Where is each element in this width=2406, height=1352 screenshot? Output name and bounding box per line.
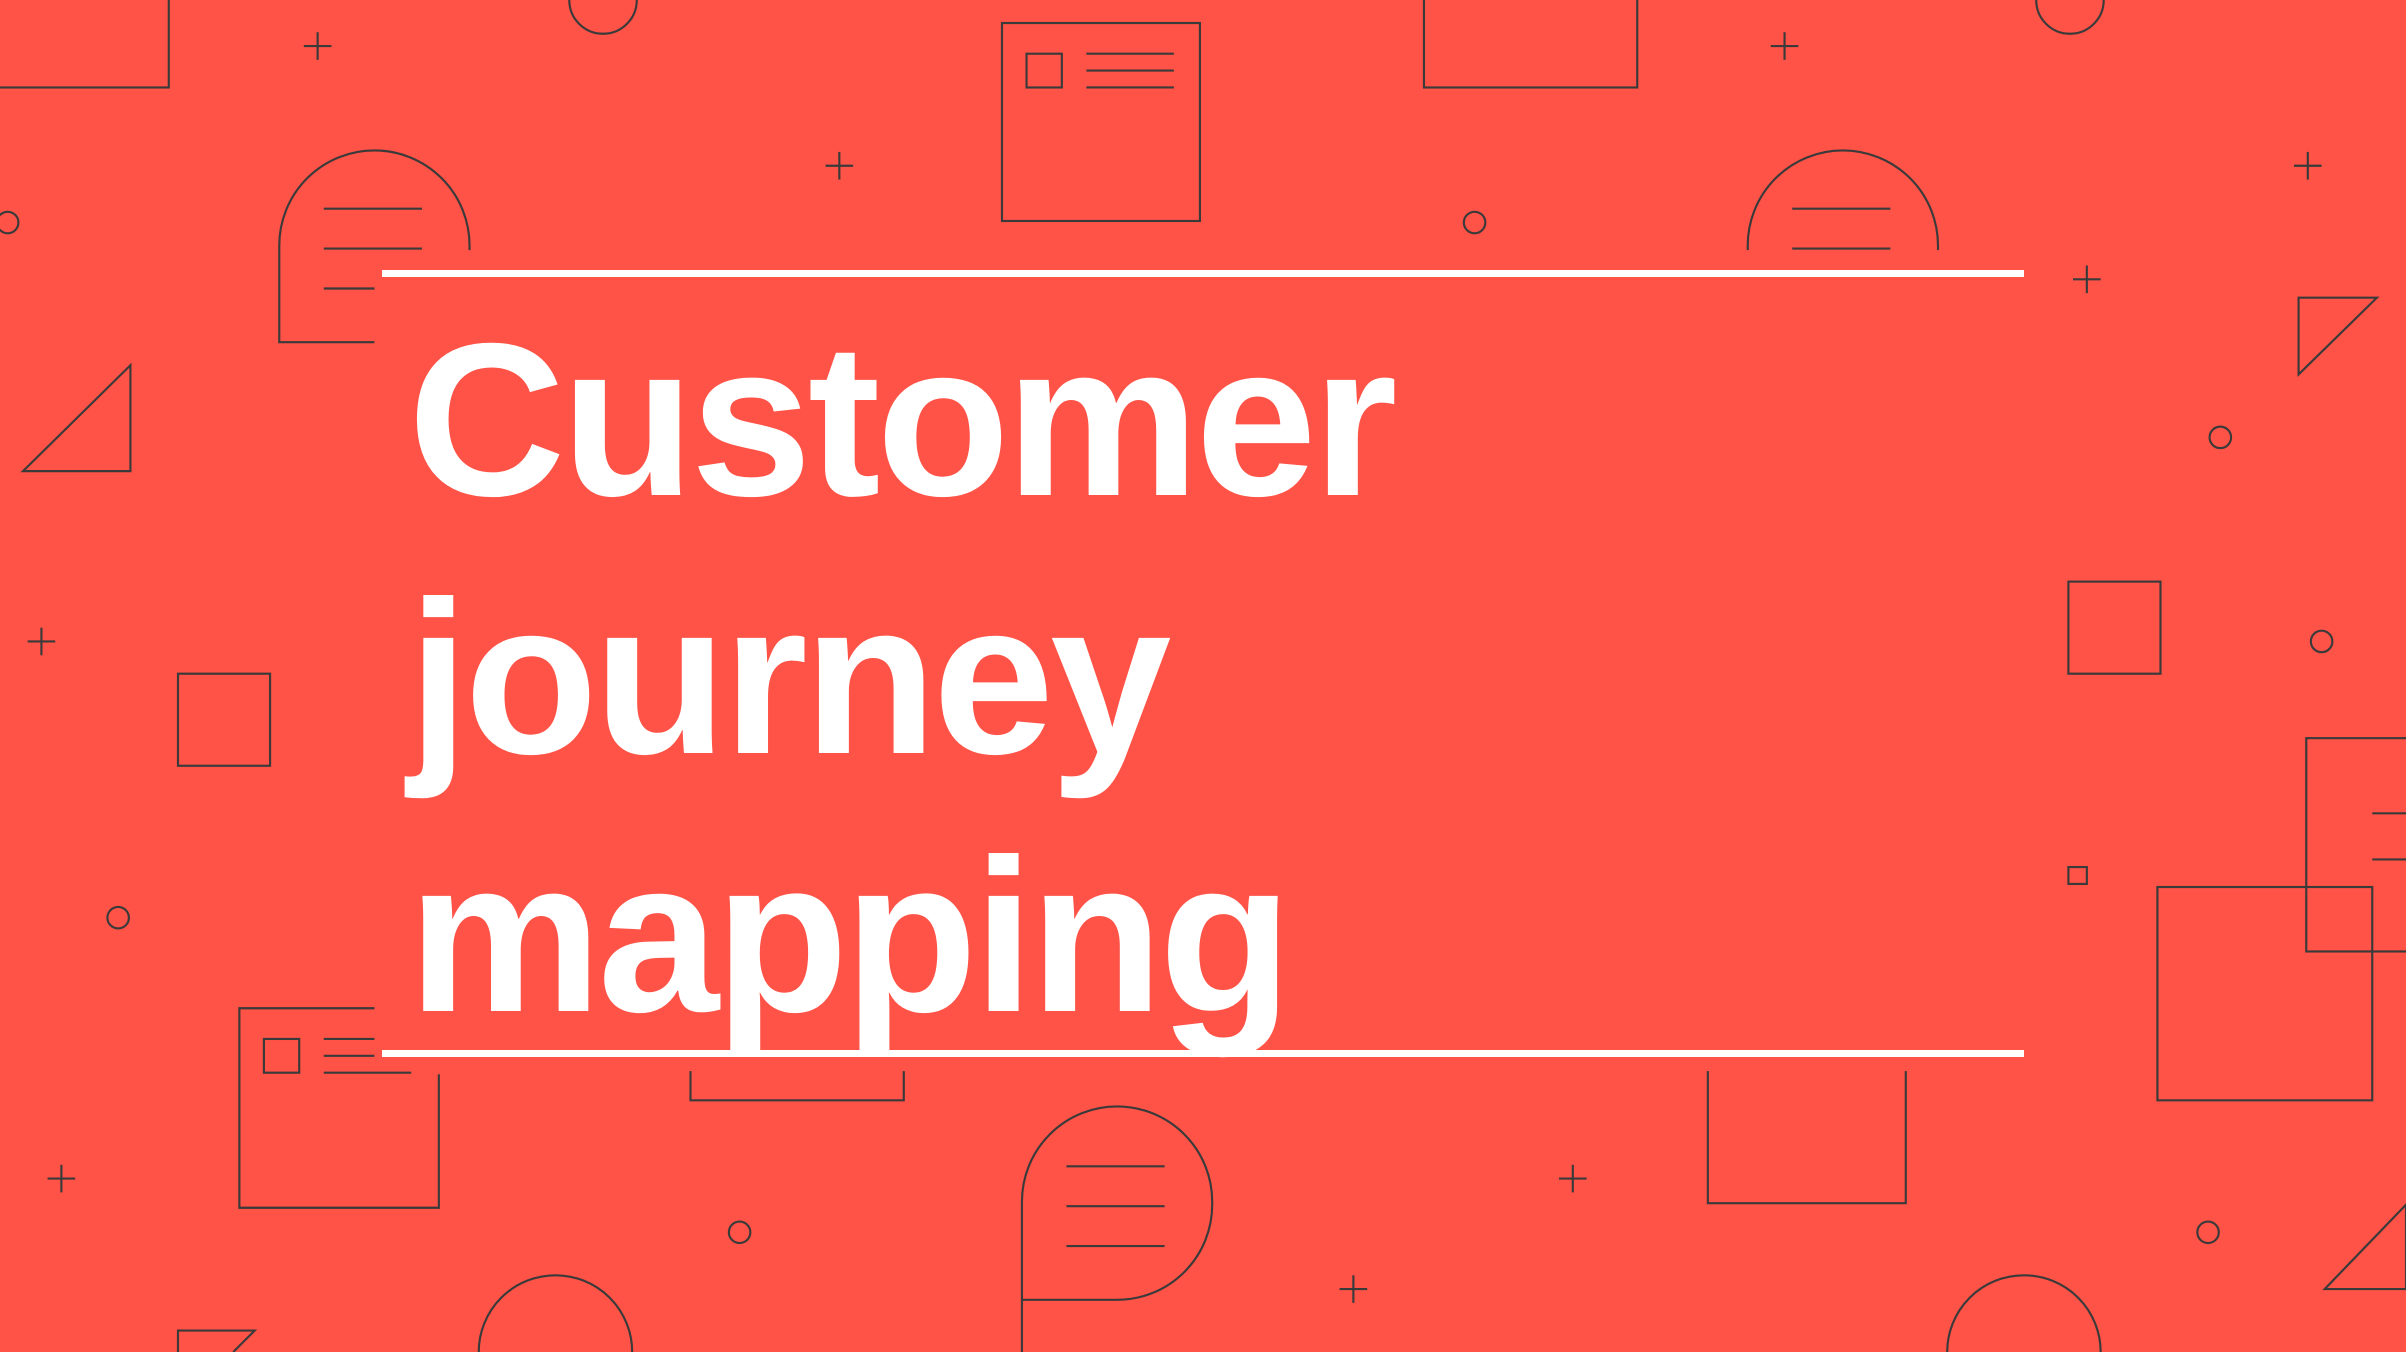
top-divider: [382, 270, 2024, 277]
circle-icon: [106, 905, 130, 930]
square-icon: [2067, 580, 2162, 675]
document-card-icon: [2305, 737, 2406, 953]
plus-icon: [1339, 1275, 1368, 1303]
plus-icon: [47, 1164, 76, 1193]
document-card-icon: [1000, 21, 1202, 223]
circle-icon: [2309, 629, 2334, 654]
rectangle-icon: [0, 0, 170, 89]
triangle-icon: [20, 362, 132, 473]
plus-icon: [27, 627, 56, 656]
circle-icon: [727, 1220, 752, 1245]
triangle-icon: [176, 1329, 258, 1352]
plus-icon: [2293, 151, 2322, 180]
circle-icon: [1462, 210, 1487, 235]
square-icon: [2067, 865, 2088, 886]
circle-icon: [2208, 425, 2233, 450]
title-line-1: Customer: [408, 299, 1398, 542]
plus-icon: [1558, 1164, 1587, 1193]
title-line-3: mapping: [408, 815, 1292, 1058]
page-title: Customer journey mapping: [408, 292, 1398, 1066]
circle-icon: [477, 1274, 634, 1352]
circle-icon: [1946, 1274, 2102, 1352]
speech-bubble-icon: [1020, 1105, 1214, 1352]
document-card-icon: [238, 1007, 440, 1209]
title-line-2: journey: [408, 557, 1171, 800]
square-icon: [2156, 885, 2374, 1102]
rectangle-icon: [1422, 0, 1639, 89]
bottom-divider: [382, 1050, 2024, 1057]
plus-icon: [825, 151, 854, 180]
speech-bubble-icon: [278, 149, 471, 344]
rectangle-icon: [689, 1071, 905, 1102]
plus-icon: [303, 32, 332, 60]
triangle-icon: [2297, 296, 2380, 378]
circle-icon: [2196, 1220, 2220, 1245]
triangle-icon: [2322, 1203, 2406, 1291]
speech-bubble-icon: [1746, 149, 1940, 251]
rectangle-icon: [1706, 1071, 1907, 1205]
circle-icon: [0, 210, 20, 235]
circle-icon: [2035, 0, 2105, 35]
circle-icon: [568, 0, 638, 35]
plus-icon: [2073, 265, 2101, 294]
plus-icon: [1770, 32, 1799, 60]
square-icon: [176, 672, 272, 767]
